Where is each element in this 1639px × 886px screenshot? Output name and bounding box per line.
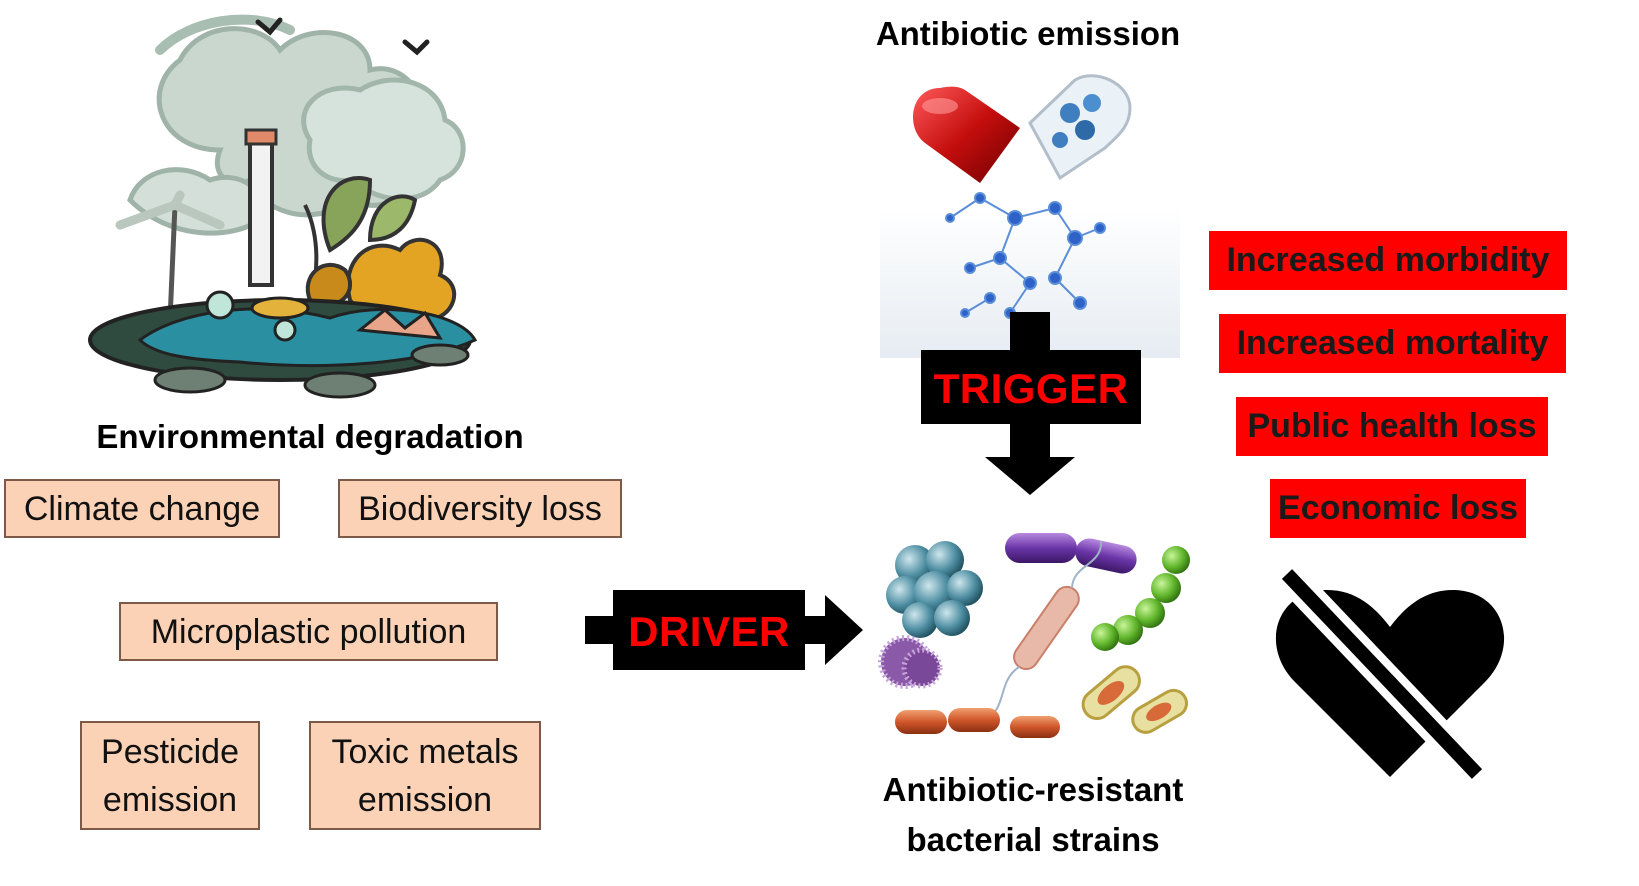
factor-microplastic-pollution: Microplastic pollution: [119, 602, 498, 661]
driver-label: DRIVER: [628, 608, 790, 655]
factor-label: Climate change: [23, 489, 261, 528]
factor-label: Pesticide emission: [101, 732, 239, 819]
factor-climate-change: Climate change: [4, 479, 280, 538]
factor-biodiversity-loss: Biodiversity loss: [338, 479, 622, 538]
broken-heart-slash-icon: [1275, 563, 1505, 785]
driver-arrow-shape: [585, 590, 863, 670]
polluted-landscape-illustration: [88, 14, 478, 399]
trigger-arrow-shape: [921, 312, 1141, 495]
impact-label: Increased morbidity: [1226, 241, 1550, 279]
impact-increased-morbidity: Increased morbidity: [1209, 231, 1567, 290]
impact-label: Increased mortality: [1236, 324, 1549, 362]
environmental-degradation-title: Environmental degradation: [96, 418, 524, 455]
factor-label: Microplastic pollution: [150, 612, 467, 651]
driver-arrow: DRIVER: [585, 590, 863, 670]
antibiotic-resistant-strains-title: Antibiotic-resistant bacterial strains: [882, 771, 1184, 858]
bacteria-cluster-illustration: [878, 533, 1190, 738]
factor-toxic-metals-emission: Toxic metals emission: [309, 721, 541, 830]
impact-label: Public health loss: [1247, 407, 1537, 445]
trigger-label: TRIGGER: [934, 365, 1129, 412]
impact-label: Economic loss: [1278, 489, 1518, 527]
trigger-arrow: TRIGGER: [921, 312, 1141, 495]
impact-economic-loss: Economic loss: [1270, 479, 1526, 538]
antibiotic-emission-title: Antibiotic emission: [875, 15, 1181, 52]
factor-label: Toxic metals emission: [331, 732, 519, 819]
antibiotic-capsule-molecules-illustration: [880, 74, 1180, 358]
factor-label: Biodiversity loss: [358, 489, 602, 528]
impact-increased-mortality: Increased mortality: [1219, 314, 1566, 373]
impact-public-health-loss: Public health loss: [1236, 397, 1548, 456]
factor-pesticide-emission: Pesticide emission: [80, 721, 260, 830]
